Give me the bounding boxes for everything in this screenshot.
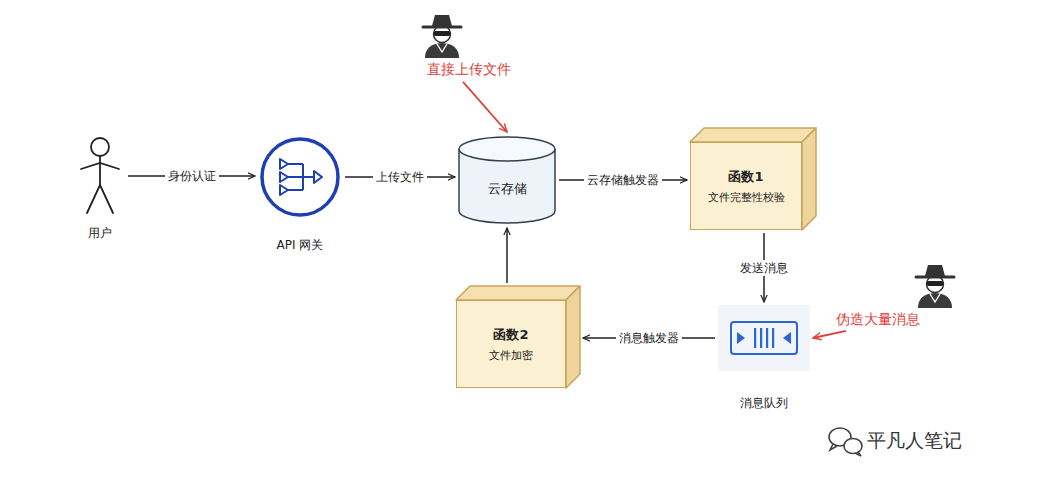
figure-body [99,156,101,185]
gateway-input [280,185,288,195]
wechat-icon [829,428,862,456]
function-description: 文件加密 [489,348,533,362]
hacker-icon [913,262,957,308]
hacker-glasses [434,31,451,36]
hacker-hat [432,15,452,26]
queue-frame [731,322,797,354]
function-title: 函数2 [493,326,528,344]
hacker-collar [437,44,447,52]
queue-bar [760,328,762,348]
gateway-input [280,172,288,182]
hacker-glasses [927,281,944,286]
hacker-brim [423,26,461,29]
cylinder-top [459,137,555,161]
hacker-collar [930,294,940,302]
attack-arrow [463,82,507,132]
function-box: 函数1 文件完整性校验 [690,142,802,230]
flow-arrow [506,228,508,283]
attack-arrow [813,331,846,338]
chat-bubble-tail [855,452,861,456]
queue-bar [772,328,774,348]
user-icon [75,135,125,217]
node-label: 用户 [88,225,112,241]
function-title: 函数1 [728,168,763,186]
attacker: 伪造大量消息 [836,262,960,329]
cube-faces [690,142,802,230]
gateway-input [280,159,288,169]
node-label: 消息队列 [740,395,788,411]
gateway-output [314,171,322,183]
hacker-icon [420,12,464,58]
gateway-glyph [280,159,322,195]
message-queue: 消息队列 [718,305,810,411]
edge-label: 云存储触发器 [584,172,662,188]
cube-side [802,128,816,230]
queue-bar [754,328,756,348]
hacker-body [918,293,952,308]
gateway-wire [288,176,303,178]
hacker-brim [916,276,954,279]
queue-triangle [737,332,745,344]
attack-label: 伪造大量消息 [836,310,920,329]
hacker-body [425,43,459,58]
edge-label: 上传文件 [373,169,427,185]
figure-head [91,138,109,156]
cube-faces [456,300,566,388]
user-actor: 用户 [75,135,125,241]
cube-top [456,286,580,300]
api-gateway: API 网关 [258,135,342,253]
gateway-wire [288,189,303,191]
function-box: 函数2 文件加密 [456,300,566,388]
watermark: 平凡人笔记 [867,428,962,454]
function-description: 文件完整性校验 [708,190,785,204]
queue-bar [766,328,768,348]
hacker-hat [925,265,945,276]
node-label: API 网关 [277,237,324,253]
stick-figure [81,138,119,213]
edge-label: 消息触发器 [616,330,682,346]
figure-legs [87,185,113,213]
gateway-ring [262,139,338,215]
edge-label: 发送消息 [737,260,791,276]
queue-ground [718,305,810,371]
edge-label: 身份认证 [165,168,219,184]
figure-arms [81,163,119,169]
queue-icon [718,305,810,371]
node-label: 云存储 [488,180,527,198]
chat-bubble-tail [830,444,837,450]
cube-side [566,286,580,388]
gateway-wire [288,163,303,165]
chat-bubble [844,439,862,454]
gateway-merge [303,164,314,190]
cube-top [690,128,816,142]
cloud-storage: 云存储 [458,135,556,225]
cylinder-shape [458,135,556,225]
gateway-icon [258,135,342,219]
queue-triangle [783,332,791,344]
attack-label: 直接上传文件 [415,60,511,79]
attacker: 直接上传文件 [415,12,511,79]
